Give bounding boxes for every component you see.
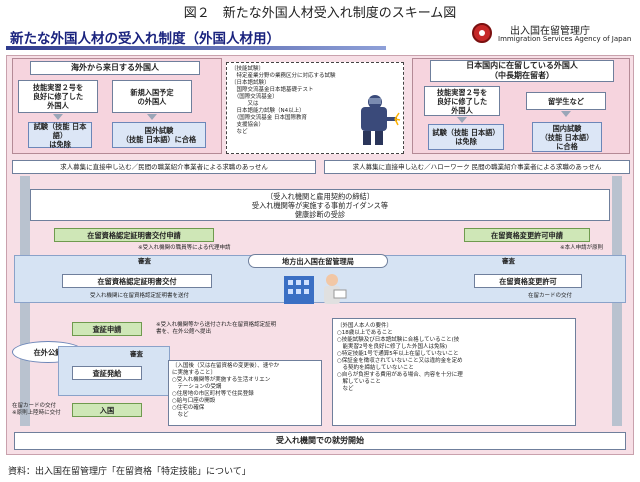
requirements-note: 〔外国人本人の要件〕 ○18歳以上であること ○技能試験及び日本語試験に合格して… — [332, 318, 576, 426]
right-exam-pass: 国内試験 （技能 日本語） に合格 — [532, 122, 602, 152]
arrow-down-icon — [457, 117, 467, 123]
visa-note: ※受入れ機関等から送付された在留資格認定証明 書を、在外公館へ提出 — [156, 322, 277, 335]
figure-title: 図２ 新たな外国人材受入れ制度のスキーム図 — [183, 5, 457, 21]
recruit-right: 求人募集に直接申し込む／ハローワーク 民間の職業紹介事業者による求職のあっせん — [324, 160, 630, 174]
contract-title: 〔受入れ機関と雇用契約の締結〕 — [266, 191, 374, 201]
employment-start: 受入れ機関での就労開始 — [14, 432, 626, 450]
source-note: 資料：出入国在留管理庁「在留資格「特定技能」について」 — [8, 467, 251, 477]
recruit-left: 求人募集に直接申し込む／民間の職業紹介事業者による求職のあっせん — [12, 160, 316, 174]
exam-note-text: 〔技能試験〕 特定産業分野の業務区分に対応する試験 〔日本語試験〕 国際交流基金… — [231, 66, 336, 135]
arrow-down-icon — [147, 114, 157, 120]
contract-box: 〔受入れ機関と雇用契約の締結〕 受入れ機関等が実施する事前ガイダンス等 健康診断… — [30, 189, 610, 221]
arrow-down-icon — [53, 114, 63, 120]
coe-issued: 在留資格認定証明書交付 — [62, 274, 212, 288]
left-group-title: 海外から来日する外国人 — [30, 61, 200, 75]
header-rule — [6, 46, 386, 50]
after-entry-note: 〔入国後（又は在留資格の変更後）、速やか に実施すること〕 ○受入れ機関等が実施… — [168, 360, 322, 426]
visa-issued: 査証発給 — [72, 366, 142, 380]
right-review-label: 審査 — [502, 257, 515, 265]
right-card-student: 留学生など — [526, 92, 606, 110]
exam-note: 〔技能試験〕 特定産業分野の業務区分に対応する試験 〔日本語試験〕 国際交流基金… — [226, 62, 404, 154]
entry: 入国 — [72, 403, 142, 417]
arrow-down-icon — [561, 111, 571, 117]
requirements-text: 〔外国人本人の要件〕 ○18歳以上であること ○技能試験及び日本語試験に合格して… — [337, 323, 463, 392]
header: 新たな外国人材の受入れ制度（外国人材用） 出入国在留管理庁 Immigratio… — [6, 22, 634, 52]
agency-logo-icon — [472, 23, 492, 43]
right-exam-exempt: 試験（技能 日本語） は免除 — [428, 124, 504, 150]
right-group-title: 日本国内に在留している外国人 （中長期在留者） — [430, 60, 614, 82]
contract-health-check: 健康診断の受診 — [294, 209, 346, 219]
header-title: 新たな外国人材の受入れ制度（外国人材用） — [10, 31, 280, 47]
after-entry-text: 〔入国後（又は在留資格の変更後）、速やか に実施すること〕 ○受入れ機関等が実施… — [172, 363, 280, 418]
send-coe-note: 受入れ機関に在留資格認定証明書を送付 — [90, 293, 190, 299]
immigration-office-illustration — [284, 274, 347, 304]
contract-guidance: 受入れ機関等が実施する事前ガイダンス等 — [251, 200, 389, 210]
visa-review-label: 審査 — [130, 350, 143, 358]
left-review-label: 審査 — [138, 257, 151, 265]
regional-office: 地方出入国在留管理局 — [248, 254, 388, 268]
agency-name-en: Immigration Services Agency of Japan — [498, 35, 632, 43]
left-exam-exempt: 試験（技能 日本語） は免除 — [28, 122, 92, 149]
coe-application: 在留資格認定証明書交付申請 — [54, 228, 214, 242]
self-application-note: ※本人申請が原則 — [560, 245, 604, 251]
proxy-note: ※受入れ機関の職員等による代理申請 — [138, 245, 231, 251]
left-card-new-entry: 新規入国予定 の外国人 — [112, 80, 192, 113]
welder-illustration — [361, 95, 401, 145]
visa-application: 査証申請 — [72, 322, 142, 336]
residence-card-note-left: 在留カードの交付 ※原則上陸時に交付 — [12, 403, 61, 416]
status-change-permit: 在留資格変更許可 — [474, 274, 582, 288]
right-card-trainee: 技能実習２号を 良好に修了した 外国人 — [424, 86, 500, 116]
agency-name-jp: 出入国在留管理庁 — [510, 26, 590, 37]
left-card-trainee: 技能実習２号を 良好に修了した 外国人 — [18, 80, 98, 113]
residence-card-note-right: 在留カードの交付 — [528, 293, 573, 299]
status-change-application: 在留資格変更許可申請 — [464, 228, 590, 242]
left-exam-pass: 国外試験 （技能 日本語）に合格 — [112, 122, 206, 148]
